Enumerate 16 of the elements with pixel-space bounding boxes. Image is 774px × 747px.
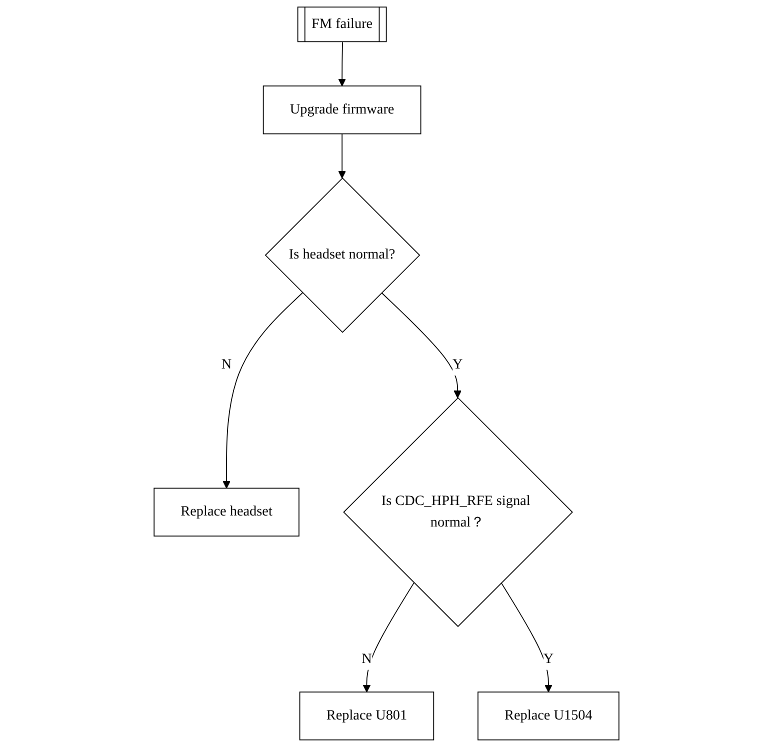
node-box: Replace headset [154, 488, 300, 537]
edge-label: N [362, 651, 372, 666]
node-diamond: Is headset normal? [265, 178, 421, 333]
arrow [338, 133, 346, 178]
arrow [382, 292, 462, 398]
node-box: Replace U801 [300, 692, 435, 740]
node-box: Replace U1504 [478, 692, 620, 740]
edge-label: Y [452, 357, 464, 372]
edge-label: Y [544, 651, 554, 666]
arrow [223, 292, 304, 489]
node-box: Upgrade firmware [263, 86, 422, 134]
arrow [363, 582, 415, 692]
node-diamond: Is CDC_HPH_RFE signal normal？ [344, 397, 574, 628]
arrow [338, 42, 346, 86]
arrow [501, 582, 553, 692]
edge-label: N [222, 357, 232, 372]
